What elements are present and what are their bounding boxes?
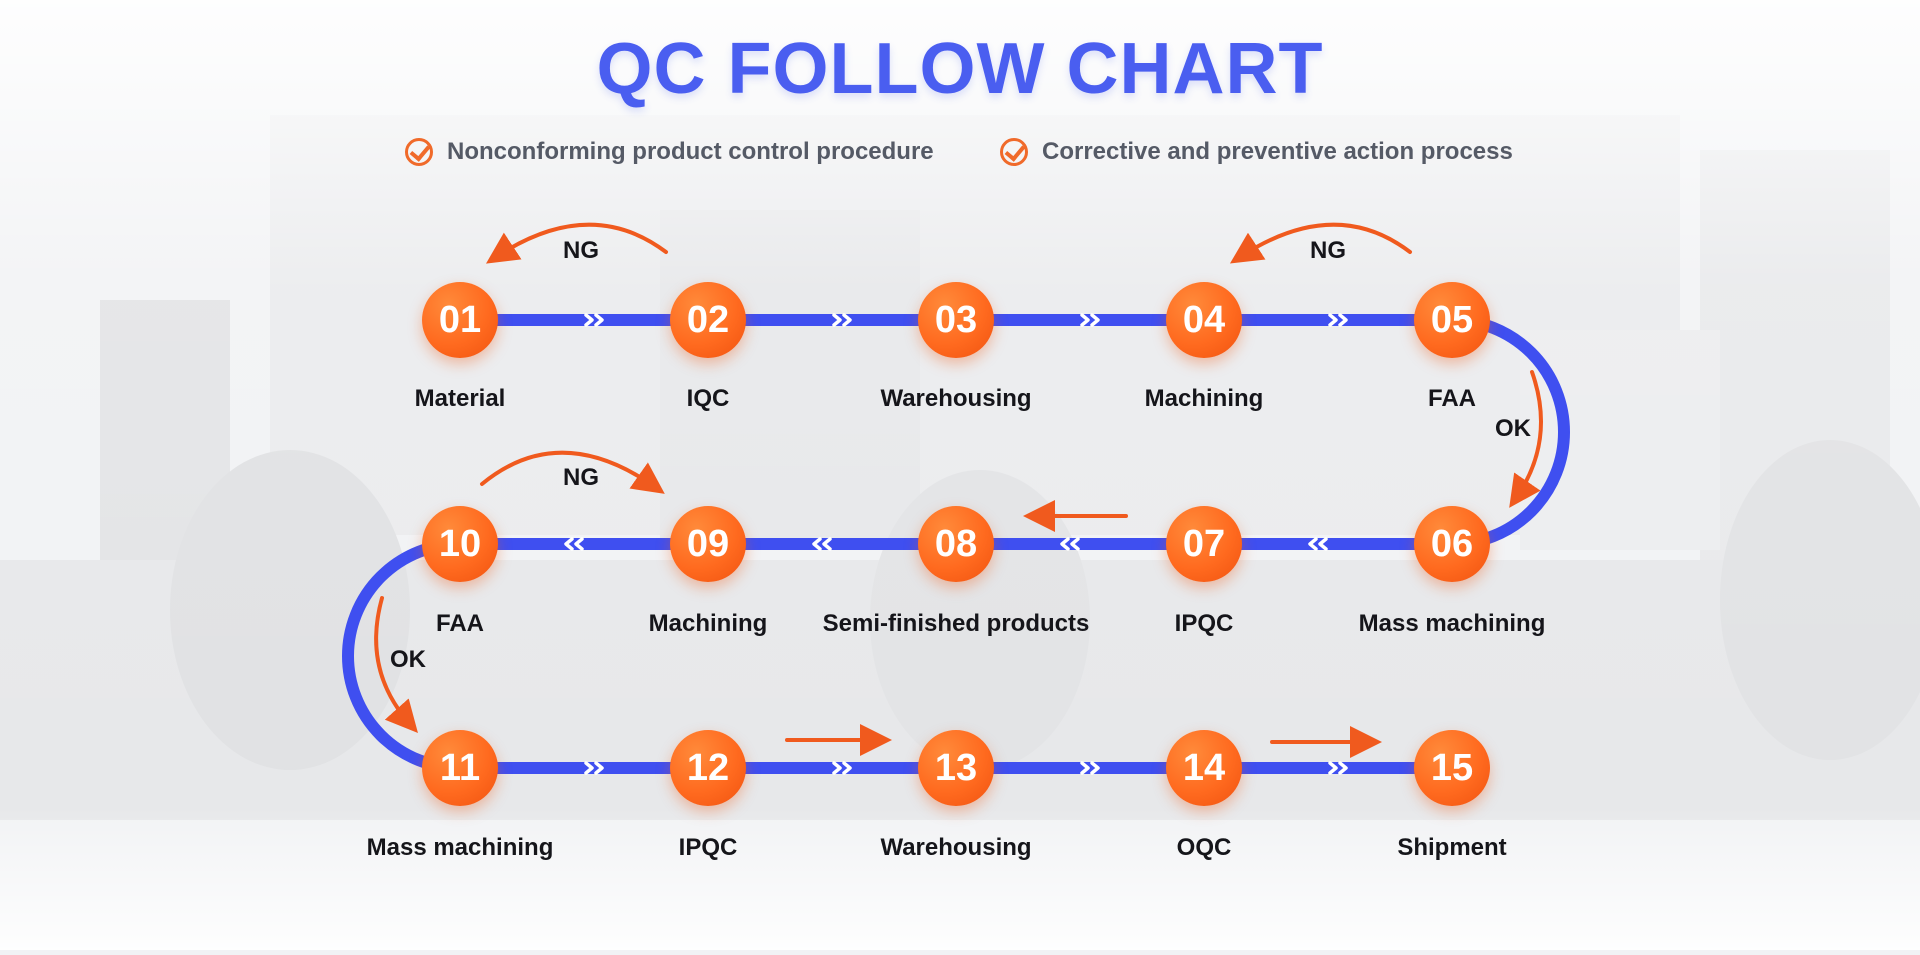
- step-label: IPQC: [678, 834, 738, 861]
- path-connector-left: [342, 538, 466, 774]
- direction-chevron-icon: [1308, 537, 1318, 551]
- direction-chevron-icon: [1080, 761, 1090, 775]
- step-number-badge: 08: [918, 506, 994, 582]
- ng-tag-3: NG: [563, 464, 599, 491]
- step-label: Machining: [1144, 385, 1264, 412]
- ok-tag-2: OK: [390, 646, 426, 673]
- step-label: IPQC: [1174, 610, 1234, 637]
- direction-chevron-icon: [1060, 537, 1070, 551]
- step-number-badge: 10: [422, 506, 498, 582]
- legend-item-nonconforming: Nonconforming product control procedure: [405, 138, 934, 166]
- step-label: IQC: [686, 385, 730, 412]
- legend-text: Nonconforming product control procedure: [447, 138, 934, 165]
- step-number-badge: 06: [1414, 506, 1490, 582]
- ng-arrow-2: [1229, 222, 1412, 264]
- ok-arrow-1: [1509, 370, 1543, 508]
- check-circle-icon: [405, 138, 433, 166]
- direction-chevron-icon: [584, 761, 594, 775]
- legend-item-corrective: Corrective and preventive action process: [1000, 138, 1513, 166]
- ok-tag-1: OK: [1495, 415, 1531, 442]
- direction-chevron-icon: [842, 313, 852, 327]
- step-number-badge: 12: [670, 730, 746, 806]
- step-label: Mass machining: [366, 834, 554, 861]
- direction-chevron-icon: [594, 313, 604, 327]
- direction-chevron-icon: [812, 537, 822, 551]
- step-label: Warehousing: [880, 385, 1032, 412]
- step-number-badge: 14: [1166, 730, 1242, 806]
- direction-chevron-icon: [1090, 313, 1100, 327]
- direction-chevron-icon: [822, 537, 832, 551]
- ng-tag-2: NG: [1310, 237, 1346, 264]
- direction-chevron-icon: [832, 313, 842, 327]
- direction-chevron-icon: [842, 761, 852, 775]
- step-label: Warehousing: [880, 834, 1032, 861]
- step-number-badge: 03: [918, 282, 994, 358]
- ng-arrow-3: [480, 450, 665, 494]
- step-label: Semi-finished products: [822, 610, 1090, 637]
- step-number-badge: 07: [1166, 506, 1242, 582]
- direction-chevron-icon: [594, 761, 604, 775]
- step-label: FAA: [436, 610, 484, 637]
- check-circle-icon: [1000, 138, 1028, 166]
- step-number-badge: 11: [422, 730, 498, 806]
- direction-chevron-icon: [1090, 761, 1100, 775]
- step-label: OQC: [1176, 834, 1232, 861]
- ng-tag-1: NG: [563, 237, 599, 264]
- direction-chevron-icon: [1318, 537, 1328, 551]
- step-number-badge: 13: [918, 730, 994, 806]
- step-number-badge: 09: [670, 506, 746, 582]
- direction-chevron-icon: [1328, 761, 1338, 775]
- step-label: Mass machining: [1358, 610, 1546, 637]
- step-number-badge: 04: [1166, 282, 1242, 358]
- step-label: Shipment: [1397, 834, 1507, 861]
- direction-chevron-icon: [832, 761, 842, 775]
- direction-chevron-icon: [1070, 537, 1080, 551]
- step-number-badge: 15: [1414, 730, 1490, 806]
- direction-chevron-icon: [1328, 313, 1338, 327]
- legend-text: Corrective and preventive action process: [1042, 138, 1513, 165]
- direction-chevron-icon: [564, 537, 574, 551]
- step-number-badge: 01: [422, 282, 498, 358]
- chart-title: QC FOLLOW CHART: [596, 29, 1324, 109]
- step-label: FAA: [1428, 385, 1476, 412]
- direction-chevron-icon: [1338, 313, 1348, 327]
- direction-chevron-icon: [1080, 313, 1090, 327]
- direction-chevron-icon: [1338, 761, 1348, 775]
- step-number-badge: 02: [670, 282, 746, 358]
- ok-arrow-2: [374, 596, 418, 733]
- step-number-badge: 05: [1414, 282, 1490, 358]
- step-label: Material: [414, 385, 506, 412]
- path-connector-right: [1446, 314, 1570, 550]
- direction-chevron-icon: [574, 537, 584, 551]
- step-label: Machining: [648, 610, 768, 637]
- direction-chevron-icon: [584, 313, 594, 327]
- ng-arrow-1: [485, 222, 668, 264]
